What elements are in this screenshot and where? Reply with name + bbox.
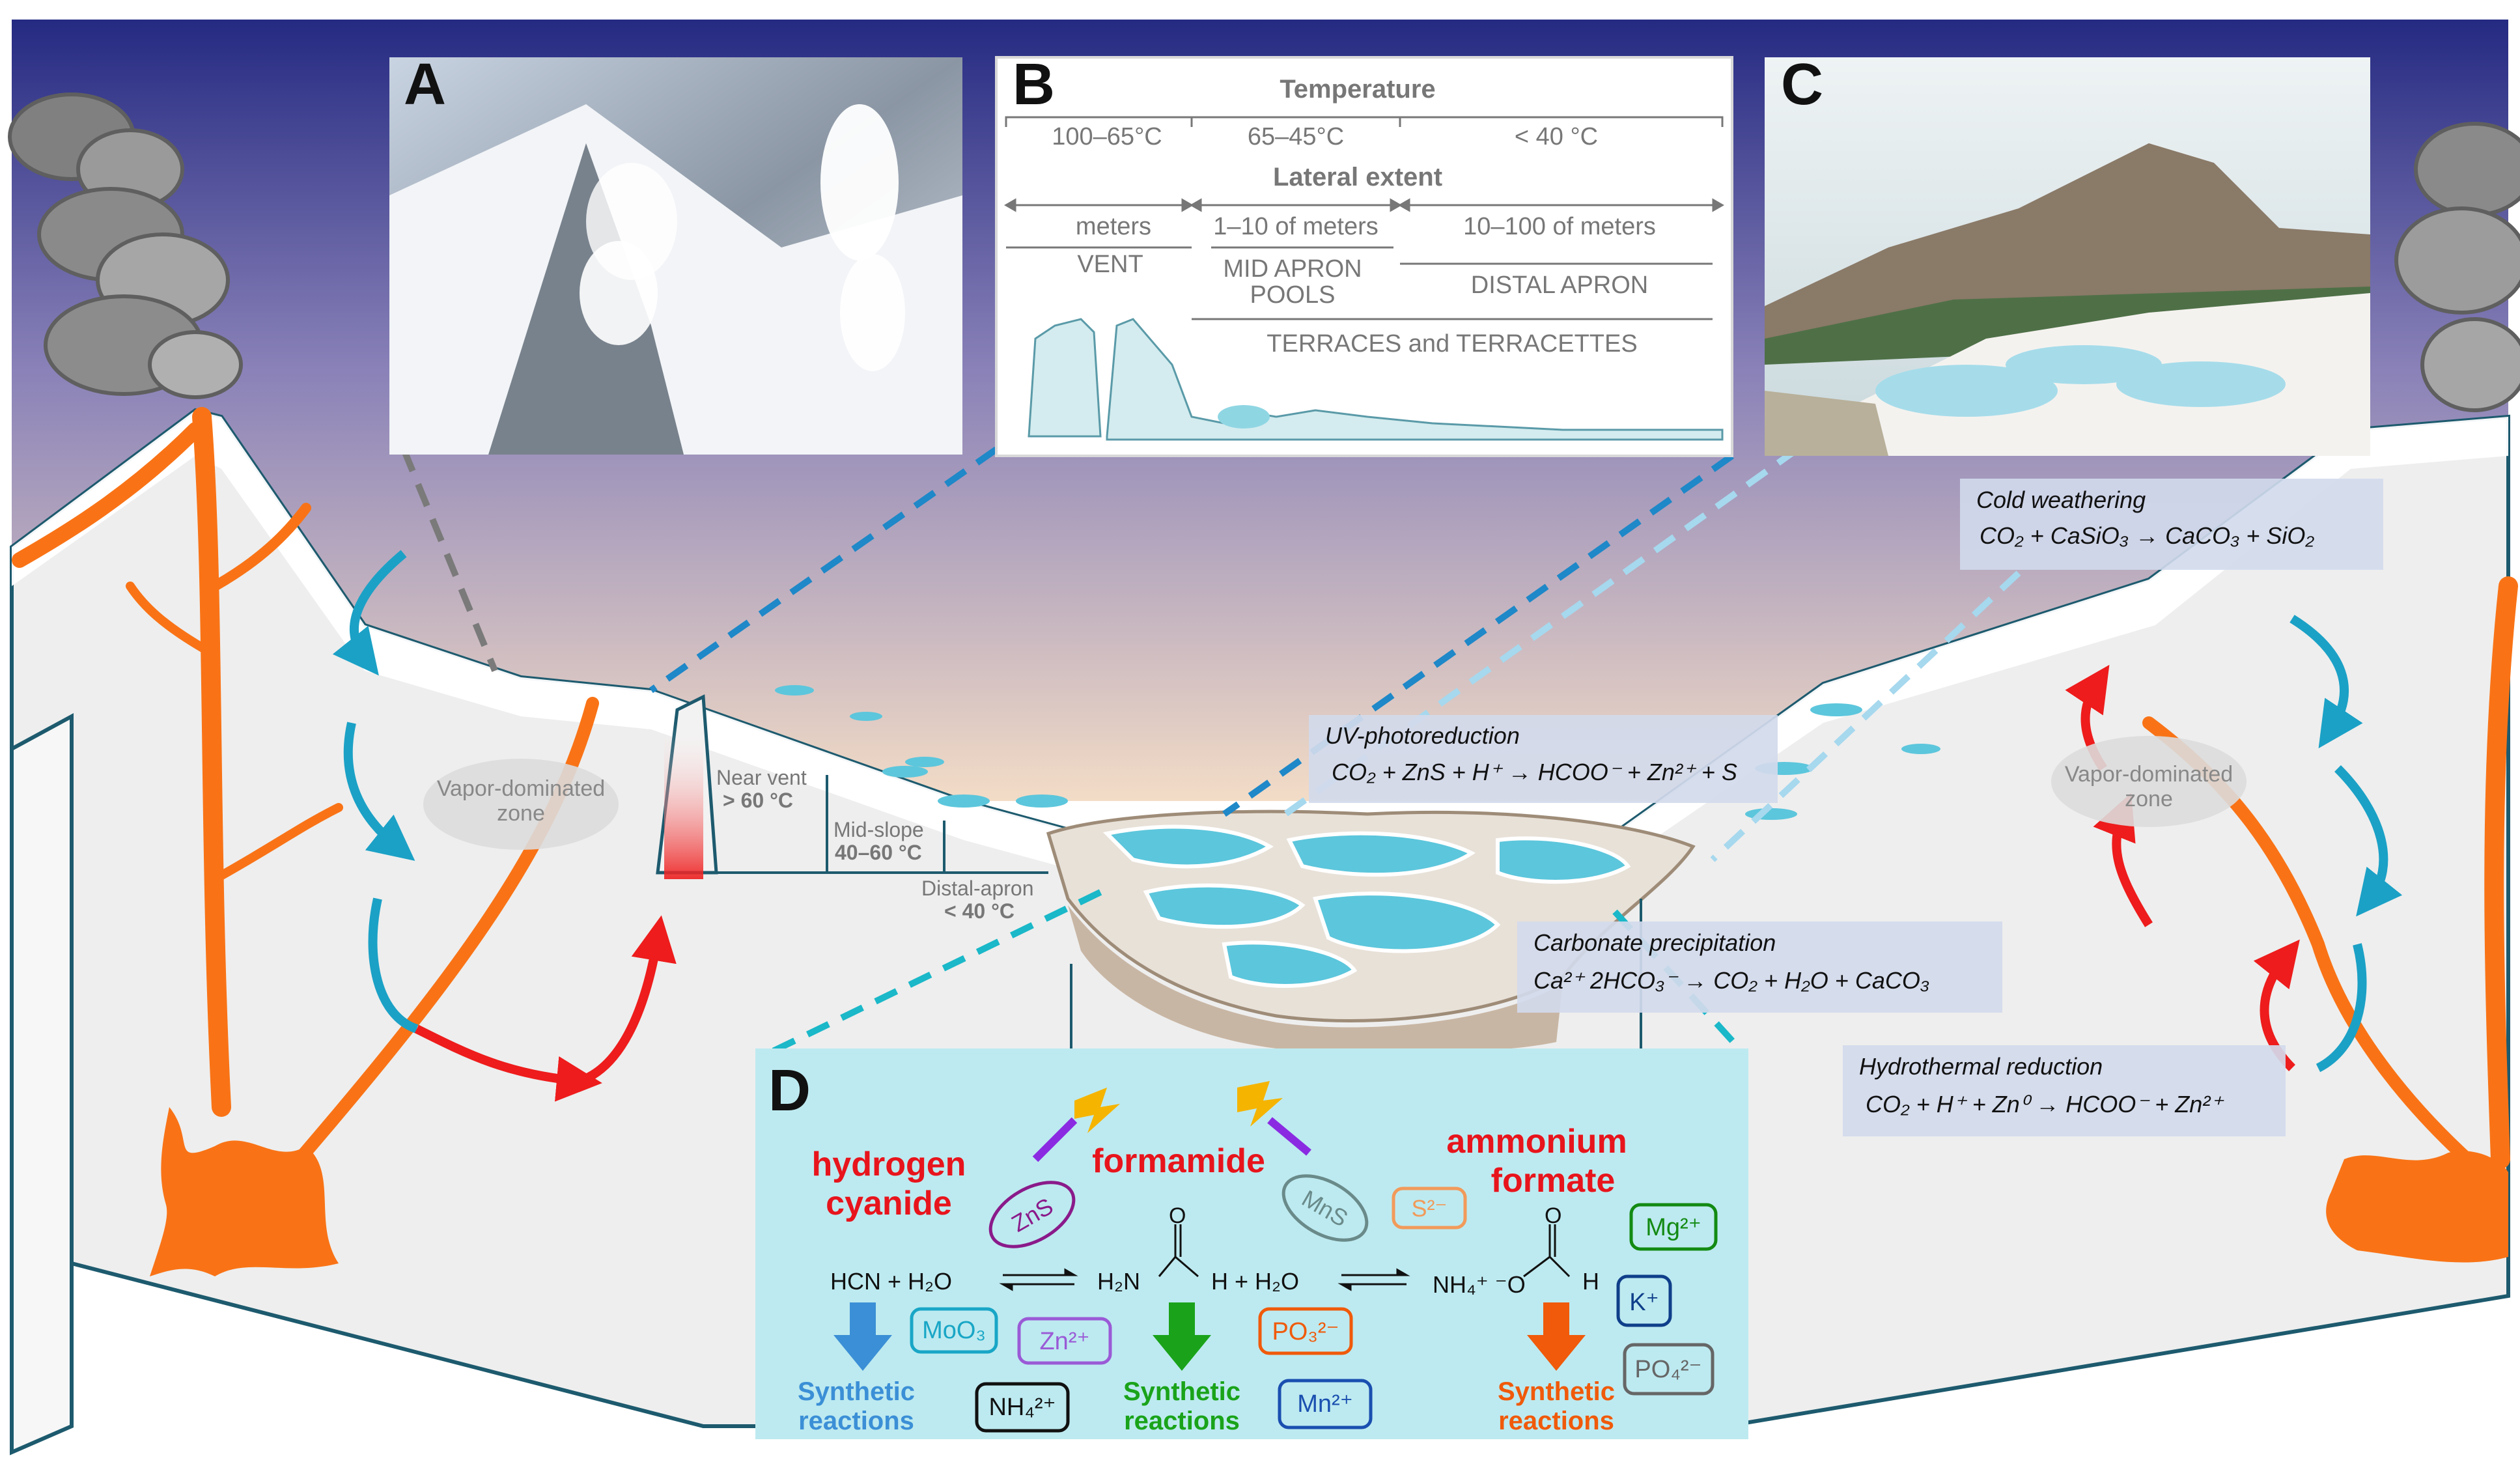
ion-po4: PO₄²⁻ <box>1623 1343 1715 1396</box>
carbonate-precipitation-box: Carbonate precipitation Ca²⁺ 2HCO₃⁻ → CO… <box>1517 921 2002 1013</box>
mid-slope-temp: 40–60 °C <box>835 841 922 864</box>
terraces-label: TERRACES and TERRACETTES <box>1267 330 1637 358</box>
down-arrow-icon <box>1153 1302 1211 1371</box>
near-vent-temp: > 60 °C <box>723 789 793 812</box>
vapor-zone-right-label-2: zone <box>2125 787 2173 811</box>
temp-mid: 65–45°C <box>1248 123 1344 150</box>
vent-label: VENT <box>1077 251 1143 278</box>
distal-apron-temp: < 40 °C <box>944 899 1015 923</box>
hcn-title-2: cyanide <box>826 1185 952 1222</box>
vapor-zone-left-label: Vapor-dominated <box>437 776 605 801</box>
panel-c-painting: C <box>1765 52 2370 456</box>
synthetic-reactions-formamide-2: reactions <box>1124 1407 1240 1435</box>
panel-d-letter: D <box>768 1058 811 1123</box>
ion-moo3: MoO₃ <box>910 1307 998 1354</box>
ion-mg2: Mg²⁺ <box>1629 1203 1718 1251</box>
mid-slope-label: Mid-slope <box>833 818 924 841</box>
panel-d-chemistry: D hydrogen cyanide formamide ammonium fo… <box>755 1048 1748 1439</box>
ion-mn2-label: Mn²⁺ <box>1297 1390 1353 1418</box>
steam-cloud-icon <box>8 92 243 399</box>
steam-cloud-icon <box>2394 122 2520 412</box>
lateral-extent-title: Lateral extent <box>1273 163 1442 191</box>
ion-k-label: K⁺ <box>1629 1289 1659 1316</box>
crust-side-face <box>10 712 74 1455</box>
cold-weathering-title: Cold weathering <box>1976 486 2146 513</box>
ammonium-title: ammonium <box>1446 1123 1627 1160</box>
equilibrium-arrows-icon <box>999 1268 1410 1291</box>
ion-zn2-label: Zn²⁺ <box>1039 1328 1089 1355</box>
panel-a-photo: A <box>389 52 962 455</box>
eq-h2n: H₂N <box>1097 1268 1140 1295</box>
formate-title: formate <box>1491 1162 1616 1200</box>
near-vent-label: Near vent <box>716 766 807 789</box>
carbonate-precipitation-equation: Ca²⁺ 2HCO₃⁻ → CO₂ + H₂O + CaCO₃ <box>1533 967 1929 994</box>
ion-po3: PO₃²⁻ <box>1258 1307 1353 1355</box>
ion-mg2-label: Mg²⁺ <box>1645 1214 1701 1241</box>
synthetic-reactions-hcn: Synthetic <box>798 1377 915 1406</box>
eq-o-formamide: O <box>1169 1203 1186 1228</box>
extent-vent: meters <box>1076 213 1151 240</box>
magma-chamber-left <box>150 1107 339 1276</box>
eq-nh4: NH₄⁺ ⁻O <box>1433 1271 1526 1298</box>
snow-slope <box>12 410 2508 899</box>
uv-photoreduction-equation: CO₂ + ZnS + H⁺ → HCOO⁻ + Zn²⁺ + S <box>1332 759 1737 785</box>
ion-s2-label: S²⁻ <box>1411 1195 1447 1222</box>
vapor-zone-left <box>423 759 619 850</box>
pools-label: POOLS <box>1250 281 1336 309</box>
hcn-title: hydrogen <box>812 1146 966 1183</box>
synthetic-reactions-hcn-2: reactions <box>798 1407 914 1435</box>
ion-po4-label: PO₄²⁻ <box>1634 1356 1701 1383</box>
temperature-title: Temperature <box>1280 75 1435 104</box>
vapor-zone-right <box>2051 736 2247 827</box>
panel-c-letter: C <box>1781 52 1823 117</box>
meteoric-water-flow <box>332 550 2403 1073</box>
lightning-icon <box>1237 1081 1311 1156</box>
carbonate-precipitation-title: Carbonate precipitation <box>1533 929 1776 956</box>
cold-weathering-equation: CO₂ + CaSiO₃ → CaCO₃ + SiO₂ <box>1980 522 2314 549</box>
eq-h-h2o: H + H₂O <box>1211 1268 1299 1295</box>
ion-k: K⁺ <box>1616 1274 1672 1327</box>
ion-po3-label: PO₃²⁻ <box>1272 1318 1339 1345</box>
ion-nh4: NH₄²⁺ <box>975 1382 1070 1433</box>
synthetic-reactions-formate: Synthetic <box>1498 1377 1615 1406</box>
vapor-zone-left-label-2: zone <box>497 801 545 826</box>
synthetic-reactions-formate-2: reactions <box>1498 1407 1614 1435</box>
eq-o-formate: O <box>1545 1203 1561 1228</box>
cold-weathering-box: Cold weathering CO₂ + CaSiO₃ → CaCO₃ + S… <box>1960 479 2383 570</box>
distal-apron-title: DISTAL APRON <box>1471 272 1648 299</box>
slope-zone-dividers <box>710 775 1048 874</box>
hydrothermal-reduction-equation: CO₂ + H⁺ + Zn⁰ → HCOO⁻ + Zn²⁺ <box>1866 1091 2224 1118</box>
eq-hcn: HCN + H₂O <box>830 1268 952 1295</box>
ion-mn2: Mn²⁺ <box>1278 1379 1373 1429</box>
formamide-title: formamide <box>1092 1142 1265 1180</box>
ion-nh4-label: NH₄²⁺ <box>988 1394 1056 1421</box>
synthetic-reactions-formamide: Synthetic <box>1123 1377 1240 1406</box>
hydrothermal-reduction-box: Hydrothermal reduction CO₂ + H⁺ + Zn⁰ → … <box>1843 1045 2286 1136</box>
eq-h-formate: H <box>1582 1268 1599 1295</box>
distal-apron-label: Distal-apron <box>921 877 1034 900</box>
ion-moo3-label: MoO₃ <box>922 1317 986 1344</box>
extent-mid: 1–10 of meters <box>1213 213 1378 240</box>
hydrothermal-reduction-title: Hydrothermal reduction <box>1859 1053 2103 1080</box>
uv-photoreduction-title: UV-photoreduction <box>1325 722 1520 749</box>
vapor-zone-right-label: Vapor-dominated <box>2065 762 2233 787</box>
temp-vent: 100–65°C <box>1052 123 1162 150</box>
temp-distal: < 40 °C <box>1515 123 1598 150</box>
down-arrow-icon <box>833 1302 892 1371</box>
mid-apron-label: MID APRON <box>1223 255 1362 283</box>
down-arrow-icon <box>1527 1302 1586 1371</box>
extent-distal: 10–100 of meters <box>1463 213 1656 240</box>
lightning-icon <box>1032 1088 1120 1162</box>
ion-zn2: Zn²⁺ <box>1017 1317 1112 1365</box>
panel-b-schematic: B Temperature 100–65°C 65–45°C < 40 °C L… <box>995 52 1733 457</box>
uv-photoreduction-box: UV-photoreduction CO₂ + ZnS + H⁺ → HCOO⁻… <box>1309 715 1778 803</box>
ion-s2: S²⁻ <box>1392 1187 1467 1230</box>
vent-glow <box>664 723 703 879</box>
magma-chamber-right <box>2326 1151 2508 1263</box>
panel-b-letter: B <box>1013 52 1055 117</box>
panel-a-letter: A <box>404 52 446 117</box>
